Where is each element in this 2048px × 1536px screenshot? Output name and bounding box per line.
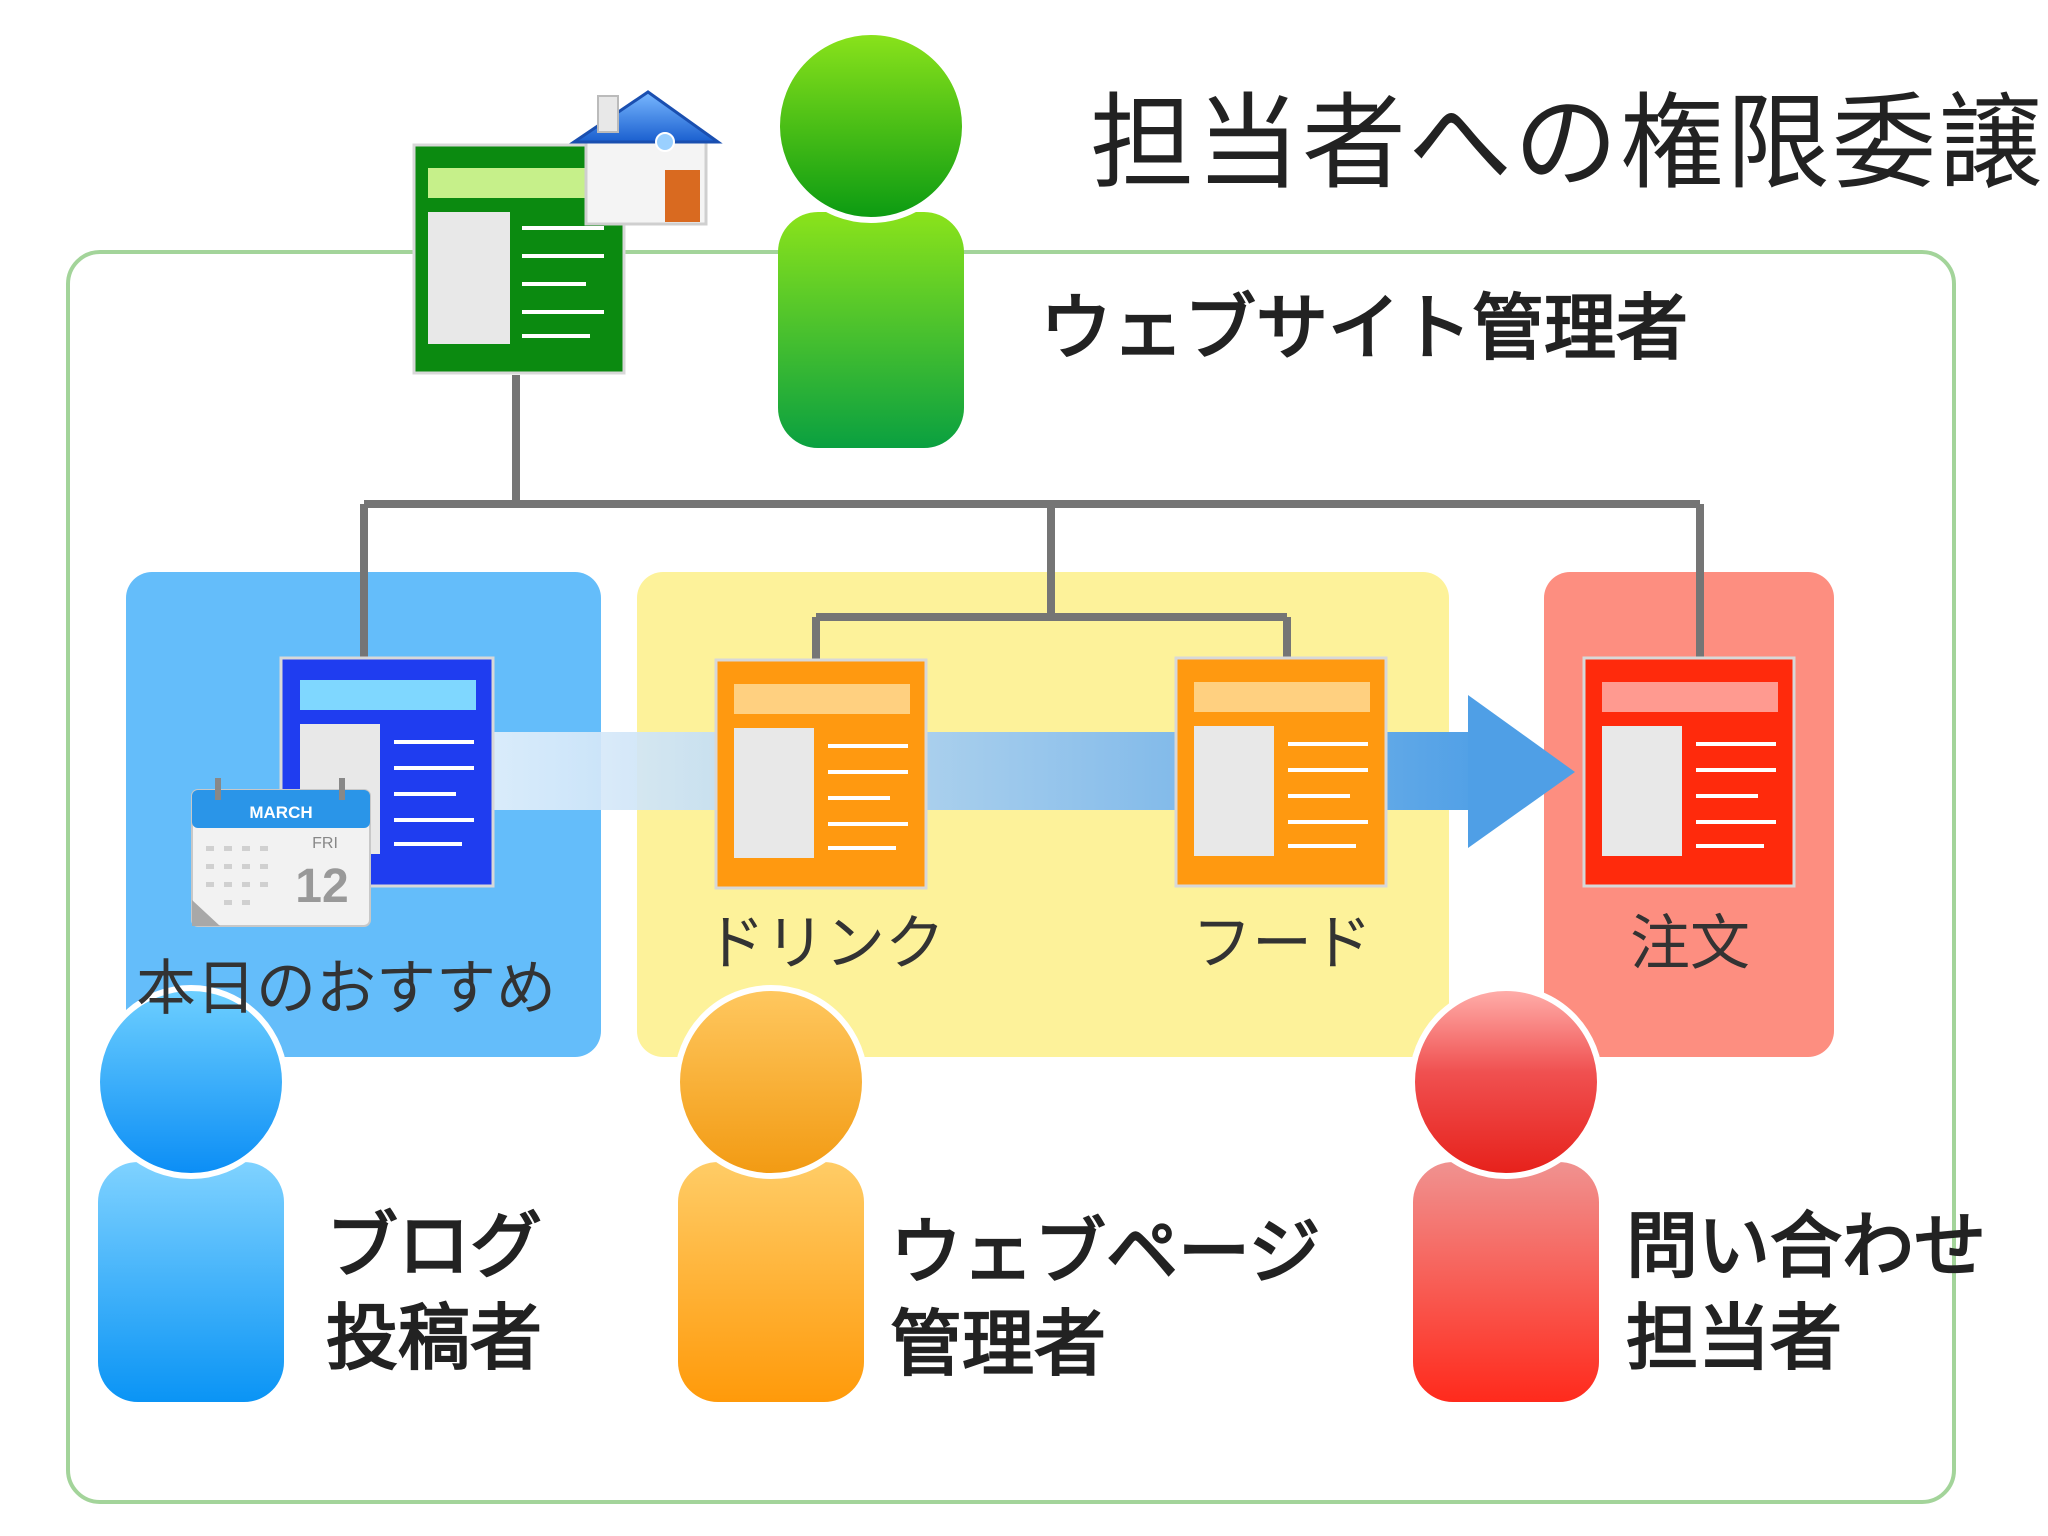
blogger-person-icon xyxy=(94,985,288,1402)
inquiry-role-label: 問い合わせ 担当者 xyxy=(1626,1200,1986,1384)
webpage-admin-role-label: ウェブページ 管理者 xyxy=(890,1206,1321,1390)
diagram-title: 担当者への権限委譲 xyxy=(1090,82,2045,204)
drink-page-icon xyxy=(714,658,928,890)
home-icon xyxy=(569,90,723,226)
webpage-admin-person-icon xyxy=(674,985,868,1402)
webpage-admin-role-line2: 管理者 xyxy=(890,1302,1107,1386)
recommend-page-label: 本日のおすすめ xyxy=(136,954,556,1024)
flow-arrow xyxy=(494,695,1575,848)
site-admin-person-icon xyxy=(774,29,968,448)
drink-page-label: ドリンク xyxy=(705,909,945,979)
inquiry-person-icon xyxy=(1409,985,1603,1402)
calendar-month: MARCH xyxy=(249,803,312,822)
blogger-role-label: ブログ 投稿者 xyxy=(326,1200,542,1384)
blogger-role-line2: 投稿者 xyxy=(326,1296,543,1380)
food-page-label: フード xyxy=(1192,909,1372,979)
connector-lines xyxy=(360,375,1704,662)
order-page-icon xyxy=(1582,656,1796,888)
calendar-day: 12 xyxy=(295,860,348,913)
site-admin-label: ウェブサイト管理者 xyxy=(1040,286,1689,370)
inquiry-role-line1: 問い合わせ xyxy=(1626,1204,1987,1288)
inquiry-role-line2: 担当者 xyxy=(1626,1296,1843,1380)
organization-frame xyxy=(66,250,1956,1504)
webpage-admin-role-line1: ウェブページ xyxy=(890,1210,1321,1294)
calendar-icon: MARCH FRI 12 xyxy=(191,778,371,927)
food-page-icon xyxy=(1174,656,1388,888)
calendar-weekday: FRI xyxy=(312,835,338,852)
blogger-role-line1: ブログ xyxy=(326,1204,543,1288)
order-page-label: 注文 xyxy=(1630,909,1750,979)
